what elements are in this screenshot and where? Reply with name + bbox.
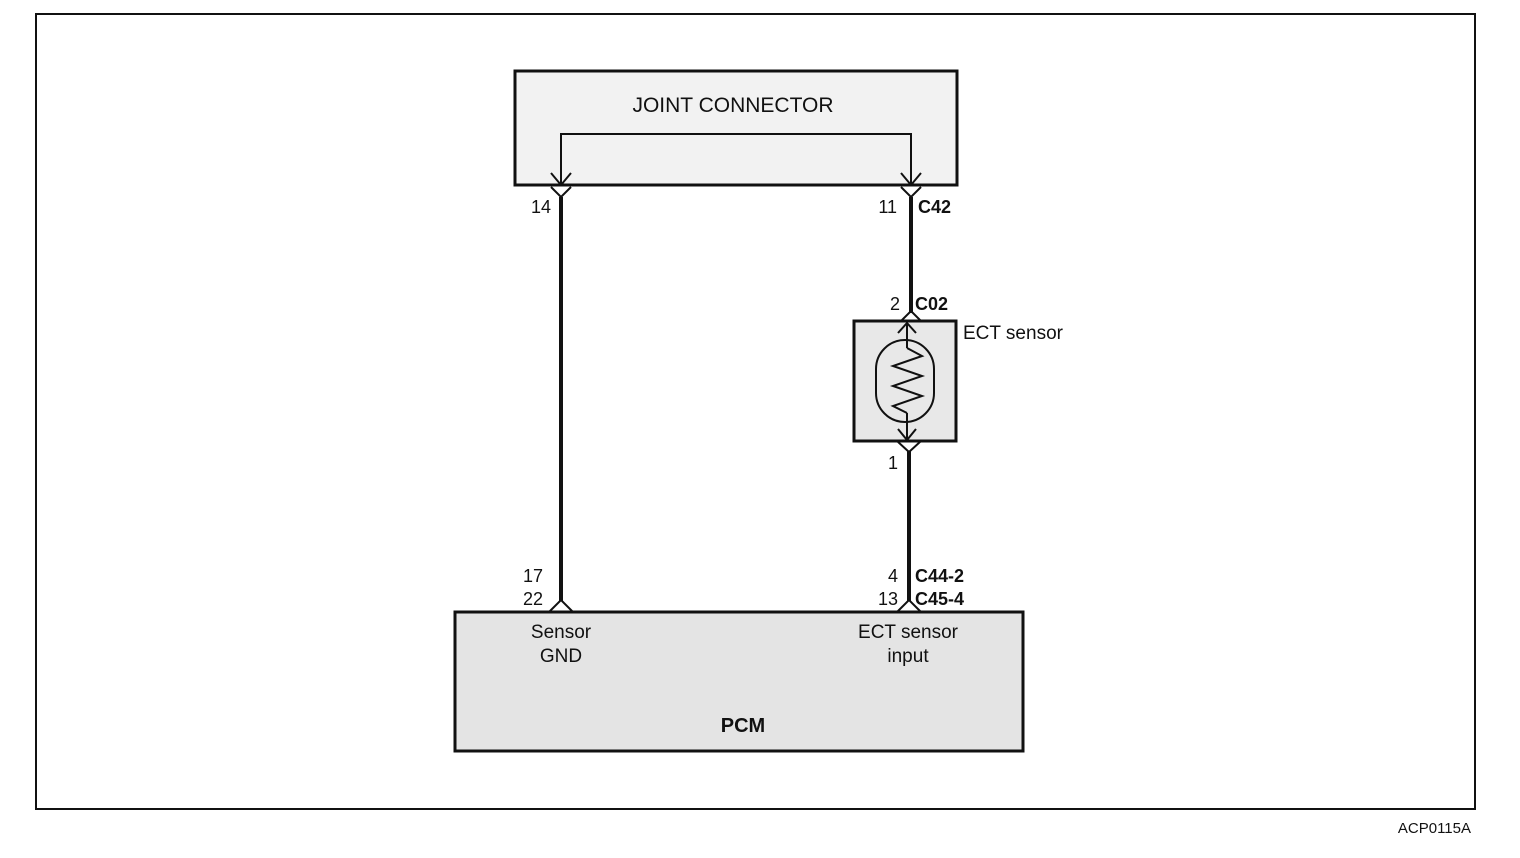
resistor-zigzag-icon xyxy=(889,347,926,414)
connector-c42: C42 xyxy=(918,197,951,217)
jc-left-pin-chevron-icon xyxy=(550,186,572,199)
ect-sensor xyxy=(852,309,958,454)
pin-pcm-left-lower: 22 xyxy=(523,589,543,609)
thermistor-top-arrow-icon xyxy=(897,321,917,334)
figure-id: ACP0115A xyxy=(1398,820,1471,837)
diagram-frame xyxy=(35,13,1476,810)
pcm-module: Sensor GND ECT sensor input PCM xyxy=(453,598,1025,753)
connector-c02: C02 xyxy=(915,294,948,314)
pcm-right-terminal-line1: ECT sensor xyxy=(858,622,959,643)
jc-right-arrow-icon xyxy=(900,172,922,187)
connector-c44-2: C44-2 xyxy=(915,566,964,586)
ect-bottom-chevron-icon xyxy=(896,440,922,454)
pcm-box xyxy=(453,610,1025,753)
pin-jc-right: 11 xyxy=(878,197,897,217)
pin-pcm-right-lower: 13 xyxy=(878,589,898,609)
pcm-title: PCM xyxy=(721,715,765,737)
pcm-right-pin-chevron-icon xyxy=(896,598,922,613)
pin-ect-top: 2 xyxy=(890,294,900,314)
pcm-left-terminal-line1: Sensor xyxy=(531,622,592,643)
jc-left-arrow-icon xyxy=(550,172,572,187)
joint-connector-bus xyxy=(560,133,912,185)
pin-pcm-right-upper: 4 xyxy=(888,566,898,586)
joint-connector-box xyxy=(513,69,959,187)
joint-connector: JOINT CONNECTOR xyxy=(513,69,959,187)
ect-top-chevron-icon xyxy=(898,309,924,324)
pin-jc-left: 14 xyxy=(531,197,551,217)
thermistor-bottom-arrow-icon xyxy=(897,428,917,442)
connector-c45-4: C45-4 xyxy=(915,589,964,609)
thermistor-body xyxy=(875,339,935,423)
pin-pcm-left-upper: 17 xyxy=(523,566,543,586)
pin-ect-bottom: 1 xyxy=(888,453,898,473)
pcm-left-terminal-line2: GND xyxy=(540,646,582,667)
pcm-right-terminal-line2: input xyxy=(887,646,929,667)
ect-sensor-label: ECT sensor xyxy=(963,323,1064,344)
pcm-left-pin-chevron-icon xyxy=(548,598,574,613)
jc-right-pin-chevron-icon xyxy=(900,186,922,199)
joint-connector-title: JOINT CONNECTOR xyxy=(632,94,833,117)
